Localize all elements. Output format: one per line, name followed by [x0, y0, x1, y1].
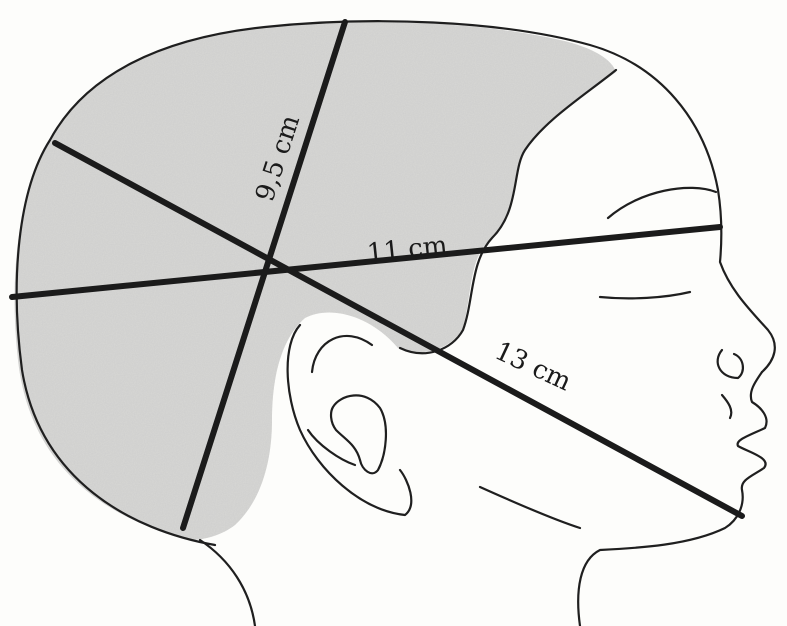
nose-line — [722, 395, 731, 418]
face-profile — [578, 372, 766, 626]
ear-outer — [288, 325, 412, 515]
neck-outline — [200, 540, 255, 626]
closed-eye — [600, 292, 690, 298]
ear-concha — [331, 395, 386, 473]
ear-inner-bottom — [308, 430, 355, 465]
eyebrow — [608, 188, 716, 218]
ear-inner-top — [312, 336, 372, 372]
nostril — [718, 350, 743, 378]
jaw-crease — [480, 487, 580, 528]
